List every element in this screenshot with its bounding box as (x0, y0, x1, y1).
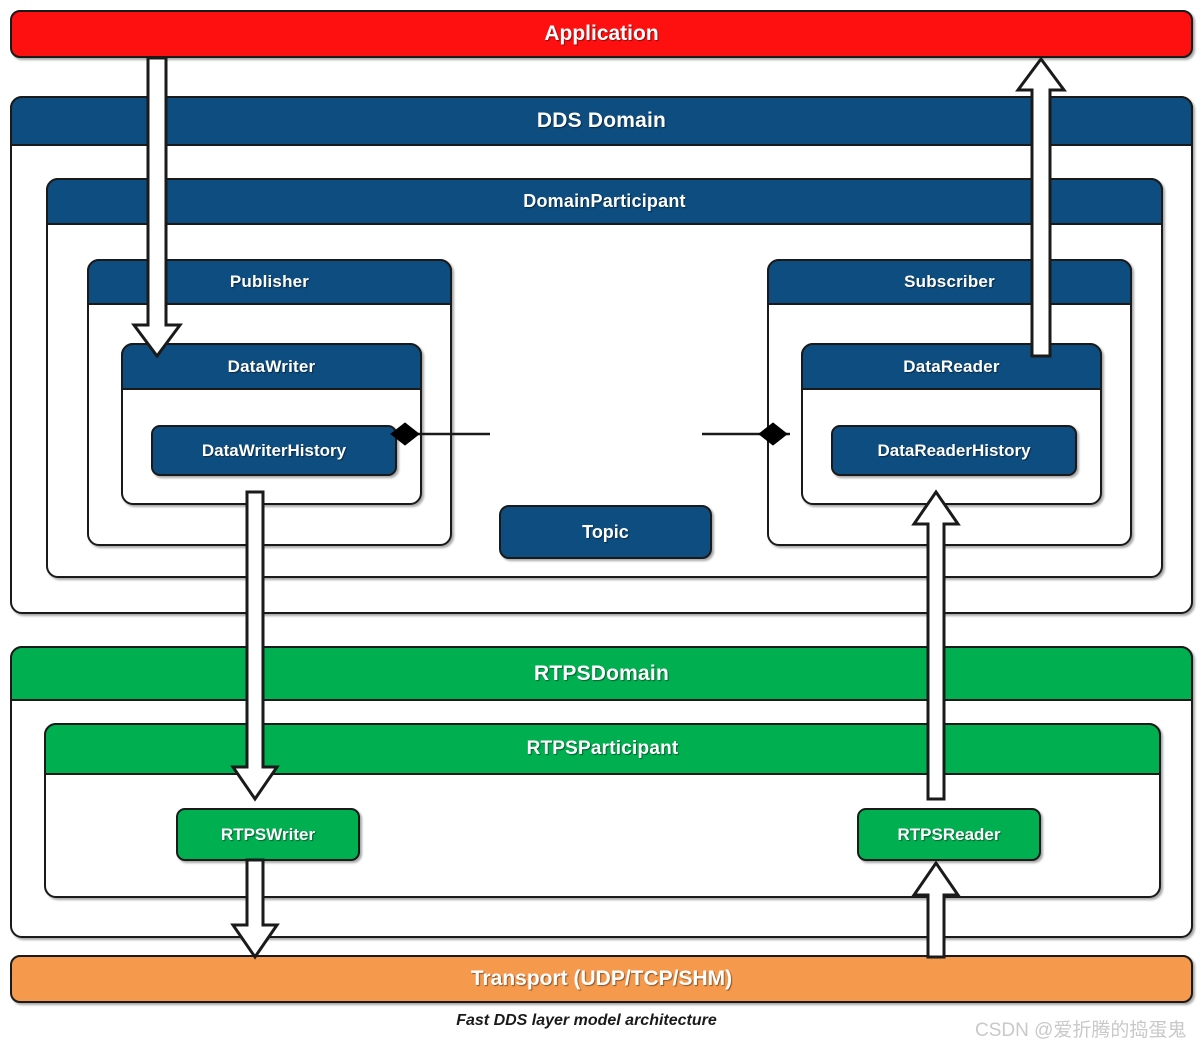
node-datareader-history-label: DataReaderHistory (877, 440, 1031, 460)
container-publisher-header: Publisher (87, 259, 452, 305)
container-rtps-participant-label: RTPSParticipant (526, 738, 679, 759)
container-rtps-domain-label: RTPSDomain (533, 661, 669, 685)
container-subscriber-label: Subscriber (904, 272, 995, 291)
container-datawriter-header: DataWriter (121, 343, 422, 390)
container-datawriter[interactable]: DataWriter DataWriterHistory (121, 343, 422, 505)
container-datareader-label: DataReader (903, 356, 1000, 376)
container-rtps-domain[interactable]: RTPSDomain RTPSParticipant RTPSWriter RT… (10, 646, 1193, 938)
container-domain-participant-label: DomainParticipant (523, 191, 686, 211)
container-rtps-participant[interactable]: RTPSParticipant RTPSWriter RTPSReader (44, 723, 1161, 898)
container-datareader[interactable]: DataReader DataReaderHistory (801, 343, 1102, 505)
node-datawriter-history[interactable]: DataWriterHistory (151, 425, 397, 476)
container-publisher-label: Publisher (229, 272, 310, 291)
node-rtps-writer-label: RTPSWriter (220, 824, 316, 844)
node-rtps-writer[interactable]: RTPSWriter (176, 808, 360, 861)
container-datawriter-label: DataWriter (227, 356, 316, 376)
diagram-caption: Fast DDS layer model architecture (0, 1012, 1173, 1030)
diagram-caption-text: Fast DDS layer model architecture (456, 1012, 717, 1029)
node-application[interactable]: Application (10, 10, 1193, 58)
container-publisher[interactable]: Publisher DataWriter DataWriterHistory (87, 259, 452, 546)
node-topic-label: Topic (582, 521, 629, 542)
container-rtps-participant-header: RTPSParticipant (44, 723, 1161, 775)
node-rtps-reader[interactable]: RTPSReader (857, 808, 1041, 861)
container-datareader-header: DataReader (801, 343, 1102, 390)
container-dds-domain-header: DDS Domain (10, 96, 1193, 146)
container-subscriber-header: Subscriber (767, 259, 1132, 305)
container-subscriber[interactable]: Subscriber DataReader DataReaderHistory (767, 259, 1132, 546)
container-dds-domain[interactable]: DDS Domain DomainParticipant Publisher D… (10, 96, 1193, 614)
node-datareader-history[interactable]: DataReaderHistory (831, 425, 1077, 476)
node-datawriter-history-label: DataWriterHistory (201, 440, 347, 460)
node-transport[interactable]: Transport (UDP/TCP/SHM) (10, 955, 1193, 1003)
csdn-watermark-text: CSDN @爱折腾的捣蛋鬼 (975, 1020, 1187, 1041)
container-domain-participant[interactable]: DomainParticipant Publisher DataWriter D… (46, 178, 1163, 578)
node-transport-label: Transport (UDP/TCP/SHM) (470, 967, 733, 990)
node-application-label: Application (544, 22, 659, 45)
csdn-watermark: CSDN @爱折腾的捣蛋鬼 (975, 1015, 1186, 1042)
node-topic[interactable]: Topic (499, 505, 712, 559)
node-rtps-reader-label: RTPSReader (897, 824, 1001, 844)
container-domain-participant-header: DomainParticipant (46, 178, 1163, 225)
container-dds-domain-label: DDS Domain (536, 109, 667, 132)
container-rtps-domain-header: RTPSDomain (10, 646, 1193, 701)
